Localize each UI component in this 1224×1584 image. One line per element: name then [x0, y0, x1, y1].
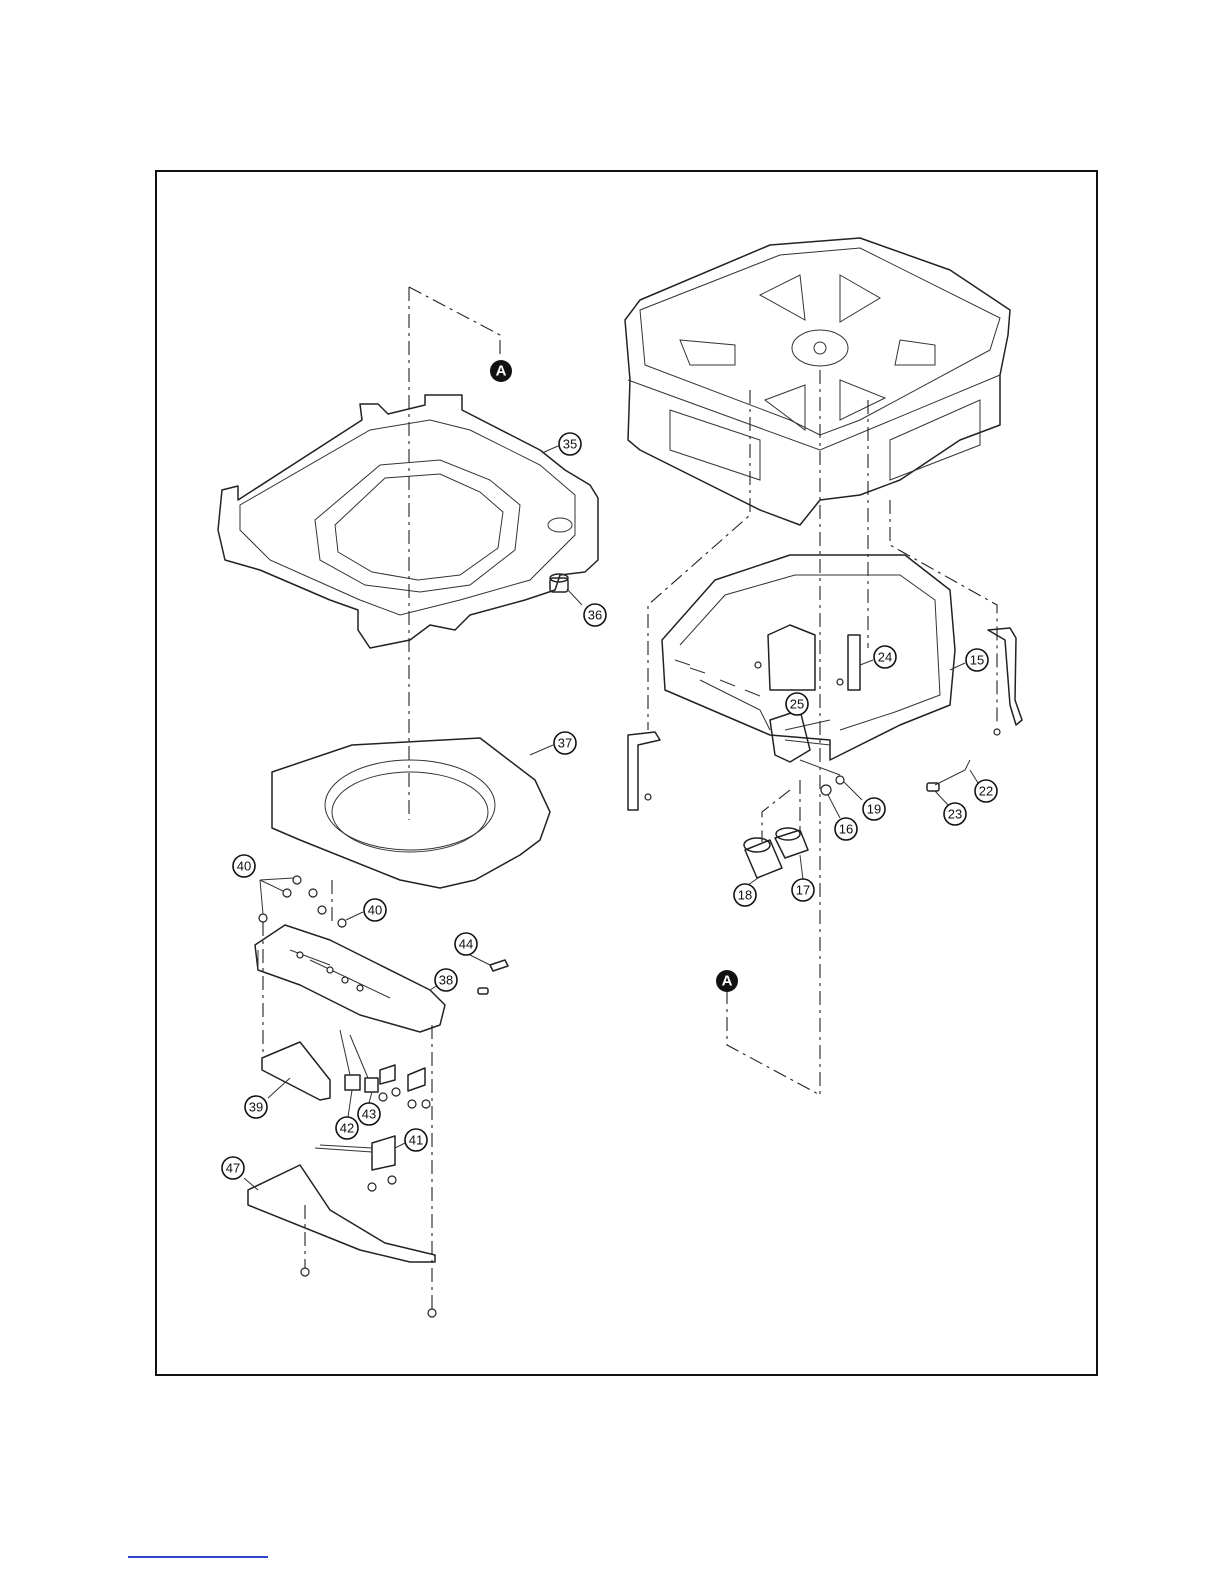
callout-43: 43	[358, 1092, 380, 1125]
svg-text:24: 24	[878, 650, 892, 665]
piping-assembly-part	[770, 710, 844, 795]
svg-text:15: 15	[970, 653, 984, 668]
svg-text:39: 39	[249, 1100, 263, 1115]
heat-exchanger-part	[662, 555, 955, 760]
callout-16: 16	[828, 795, 857, 840]
lower-cover-part	[248, 1165, 436, 1317]
callout-40-left: 40	[233, 855, 255, 877]
callout-15: 15	[950, 649, 988, 671]
svg-text:35: 35	[563, 437, 577, 452]
svg-text:47: 47	[226, 1161, 240, 1176]
callout-44: 44	[455, 933, 490, 965]
sensor-part	[927, 760, 970, 791]
svg-text:44: 44	[459, 937, 473, 952]
svg-text:19: 19	[867, 802, 881, 817]
svg-text:43: 43	[362, 1107, 376, 1122]
svg-text:42: 42	[340, 1121, 354, 1136]
callout-42: 42	[336, 1090, 358, 1139]
svg-text:36: 36	[588, 608, 602, 623]
callout-38: 38	[430, 969, 457, 991]
callout-47: 47	[222, 1157, 258, 1190]
svg-text:22: 22	[979, 784, 993, 799]
svg-text:A: A	[722, 973, 733, 990]
svg-text:17: 17	[796, 883, 810, 898]
svg-text:38: 38	[439, 973, 453, 988]
svg-text:41: 41	[409, 1133, 423, 1148]
svg-text:23: 23	[948, 807, 962, 822]
side-bracket-left-part	[628, 732, 660, 810]
main-casing-part	[625, 238, 1010, 525]
svg-text:37: 37	[558, 736, 572, 751]
svg-text:16: 16	[839, 822, 853, 837]
drain-pan-frame-part	[218, 395, 598, 648]
right-leader-3	[890, 500, 997, 725]
orifice-panel-part	[272, 738, 550, 888]
callout-18: 18	[734, 878, 758, 906]
callout-35: 35	[542, 433, 581, 455]
svg-text:A: A	[496, 363, 507, 380]
callout-19: 19	[844, 782, 885, 820]
footer-link-underline[interactable]	[128, 1556, 268, 1558]
right-leader-1	[648, 390, 750, 730]
reference-marker-a-top: A	[490, 360, 512, 382]
right-leader-ref-a	[727, 990, 820, 1095]
callout-22: 22	[970, 770, 997, 802]
callout-25: 25	[786, 693, 808, 715]
callout-23: 23	[935, 791, 966, 825]
callout-41: 41	[395, 1129, 427, 1151]
connector-part	[315, 1136, 396, 1191]
svg-text:25: 25	[790, 697, 804, 712]
callout-17: 17	[792, 855, 814, 901]
terminal-block-part	[340, 1030, 430, 1108]
lower-plate-part	[262, 1042, 330, 1100]
svg-text:40: 40	[237, 859, 251, 874]
coil-bracket-part	[755, 625, 860, 690]
wire-clip-part	[478, 960, 508, 994]
side-bracket-right-part	[988, 628, 1022, 735]
mounting-screws-part	[259, 876, 346, 927]
control-box-bracket-part	[255, 925, 445, 1032]
callout-24: 24	[860, 646, 896, 668]
callout-39: 39	[245, 1078, 290, 1118]
svg-text:40: 40	[368, 903, 382, 918]
svg-text:18: 18	[738, 888, 752, 903]
callout-36: 36	[567, 589, 606, 626]
axis-to-ref-a-top	[409, 287, 500, 358]
callout-37: 37	[530, 732, 576, 755]
reference-marker-a-bottom: A	[716, 970, 738, 992]
insulation-tubes-part	[744, 828, 808, 878]
callout-40-right: 40	[346, 899, 386, 921]
